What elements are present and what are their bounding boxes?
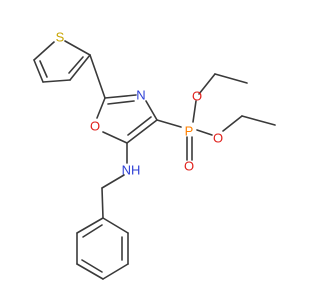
bond-c5-o1 [102, 131, 128, 144]
atom-s-thiophene: S [56, 30, 65, 45]
bond-b1-b2 [102, 217, 129, 234]
bond-ethyl2-ch2-ch3 [241, 115, 276, 126]
bond-c4-c5 [69, 54, 91, 81]
bond-s-c5 [64, 40, 91, 56]
bond-c4-c5-double [68, 56, 84, 74]
bond-o-ethyl1-ch2 [198, 73, 216, 95]
bond-c4-p [156, 119, 182, 128]
bond-c2-n3-double [107, 100, 135, 105]
oxazole-ring [96, 94, 158, 144]
atom-nh-amine: NH [122, 163, 141, 178]
bond-p-o-ester2 [196, 129, 213, 136]
benzylamine-group [101, 142, 128, 219]
thiophene-ring [33, 40, 91, 83]
atom-o-oxazole: O [90, 119, 100, 134]
bond-p-o-ester1 [192, 100, 197, 123]
bond-ch2-ring [101, 187, 104, 219]
bond-b6-b1 [76, 217, 104, 234]
molecule-diagram: S N O P O O O NH [33, 29, 276, 280]
atom-o-double: O [184, 159, 194, 174]
bond-c2-n3 [104, 94, 137, 99]
bond-b4-b5-double [81, 259, 103, 273]
bond-o-ethyl2-ch2 [222, 115, 243, 132]
atom-p-phosphonate: P [185, 124, 194, 139]
bond-s-c2 [33, 41, 55, 61]
phosphonate-group [156, 73, 276, 161]
bond-c3-c4 [42, 79, 71, 83]
atom-n-oxazole: N [136, 88, 145, 103]
bond-thiophene-oxazole [89, 54, 106, 99]
benzene-ring [76, 217, 129, 280]
atom-o-ester2: O [213, 131, 223, 146]
bond-o1-c2 [96, 97, 106, 119]
bond-n-ch2 [101, 174, 125, 189]
bond-b3-b4 [102, 263, 129, 280]
bond-n3-c4 [145, 100, 158, 121]
bond-c4-c5-double [127, 116, 152, 136]
bond-c4-c5 [126, 119, 158, 144]
atom-o-ester1: O [192, 89, 202, 104]
bond-b6-b1-double [82, 224, 103, 238]
bond-c2-c3 [33, 59, 44, 83]
bond-c2-c3-double [39, 60, 48, 78]
atom-labels: S N O P O O O NH [56, 30, 223, 178]
bond-b4-b5 [76, 263, 104, 280]
bond-ethyl1-ch2-ch3 [214, 73, 248, 84]
